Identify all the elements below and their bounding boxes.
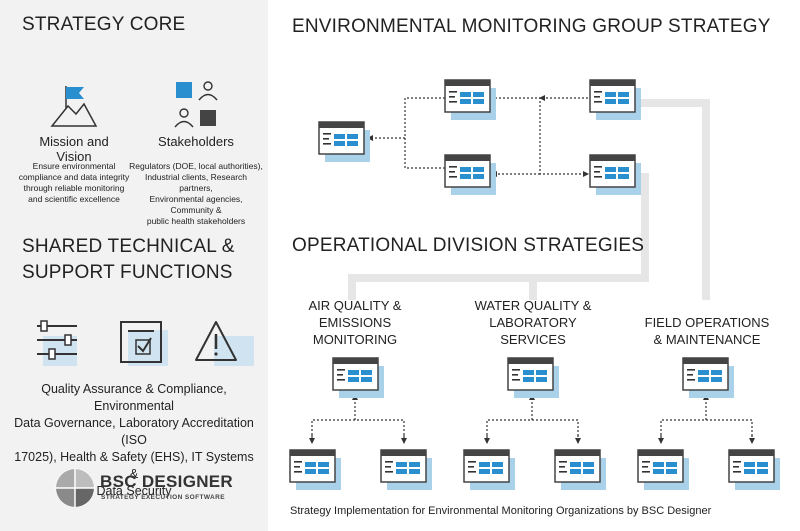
strategy-core-panel	[0, 0, 268, 531]
bsc-designer-logo	[55, 468, 95, 508]
division-air-quality-title: AIR QUALITY & EMISSIONS MONITORING	[308, 298, 402, 347]
mountain-flag-icon	[50, 86, 98, 127]
link-top-to-right	[491, 97, 589, 177]
card-water-right	[554, 449, 606, 490]
division-field-operations-title: FIELD OPERATIONS & MAINTENANCE	[644, 315, 770, 347]
footer-caption: Strategy Implementation for Environmenta…	[290, 505, 712, 517]
sliders-icon	[37, 320, 77, 366]
card-right-top	[589, 79, 641, 120]
link-field-branch	[660, 419, 753, 443]
mission-vision-text: Ensure environmental compliance and data…	[18, 161, 130, 204]
logo-tagline: STRATEGY EXECUTION SOFTWARE	[101, 494, 225, 501]
operational-strategies-title: OPERATIONAL DIVISION STRATEGIES	[292, 235, 645, 256]
shared-functions-title: SHARED TECHNICAL & SUPPORT FUNCTIONS	[22, 236, 235, 283]
card-right-mid	[589, 154, 641, 195]
card-field-operations	[682, 357, 734, 398]
card-water-left	[463, 449, 515, 490]
card-field-right	[728, 449, 780, 490]
people-squares-icon	[174, 81, 218, 128]
card-group-strategy	[318, 121, 370, 162]
link-mid-to-group	[404, 138, 445, 169]
checklist-icon	[120, 321, 168, 366]
connector-field-operations	[638, 99, 710, 300]
card-air-quality	[332, 357, 384, 398]
support-functions-text: Quality Assurance & Compliance, Environm…	[14, 382, 254, 498]
link-top-to-group	[367, 97, 445, 141]
division-connectors	[348, 99, 710, 300]
link-water-branch	[486, 419, 579, 443]
link-air-branch	[311, 419, 405, 443]
strategy-core-title: STRATEGY CORE	[22, 14, 186, 35]
card-mid	[444, 154, 496, 195]
dotted-links	[309, 95, 755, 444]
division-water-quality-title: WATER QUALITY & LABORATORY SERVICES	[474, 298, 592, 347]
card-air-right	[380, 449, 432, 490]
group-strategy-title: ENVIRONMENTAL MONITORING GROUP STRATEGY	[292, 16, 771, 37]
warning-icon	[195, 321, 254, 366]
card-air-left	[289, 449, 341, 490]
card-field-left	[637, 449, 689, 490]
mission-vision-title: Mission and Vision	[39, 134, 109, 164]
logo-name: BSC DESIGNER	[100, 472, 234, 491]
connector-air-quality	[348, 173, 649, 300]
stakeholders-text: Regulators (DOE, local authorities), Ind…	[129, 161, 263, 226]
stakeholders-title: Stakeholders	[158, 134, 234, 149]
card-water-quality	[507, 357, 559, 398]
card-top	[444, 79, 496, 120]
